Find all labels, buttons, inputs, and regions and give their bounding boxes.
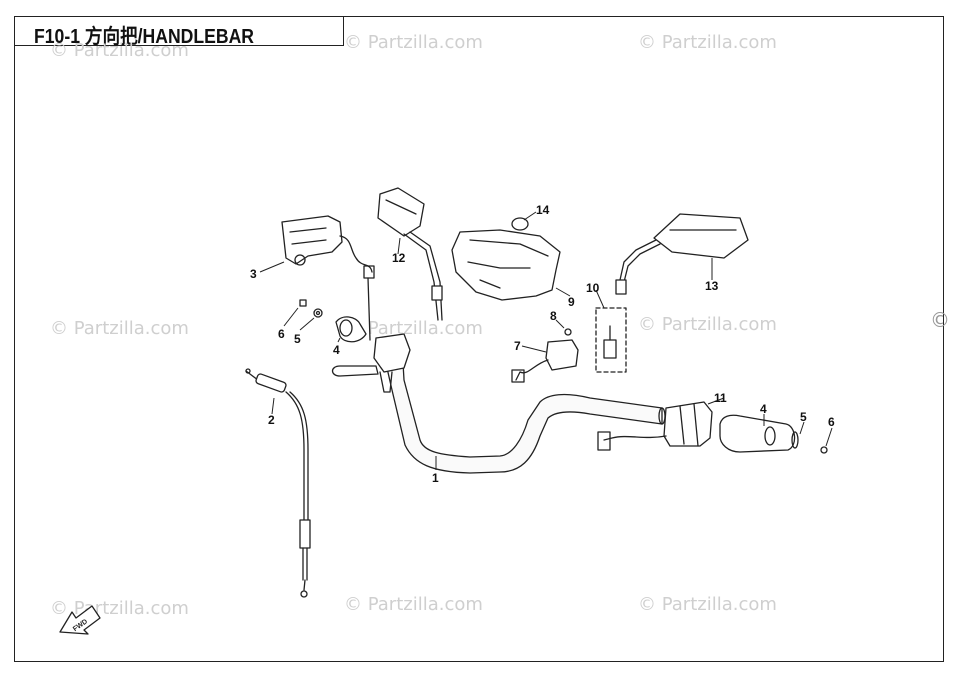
callout-labels: 1 2 3 4 4 5 5 6 6 7 8 9 10 11 12 13 14 F…: [72, 203, 835, 633]
left-grip: [335, 316, 367, 343]
callout-13: 13: [705, 279, 719, 293]
right-switch-housing: [597, 401, 713, 451]
callout-11: 11: [714, 391, 727, 405]
right-mirror: [615, 213, 749, 295]
watermark: © Partzilla.com: [50, 40, 189, 61]
left-mirror: [377, 187, 443, 321]
center-switch: [511, 339, 579, 383]
watermark: © Partzilla.com: [638, 32, 777, 53]
watermark: © Partzilla.com: [344, 32, 483, 53]
watermark: © Partzilla.com: [344, 318, 483, 339]
handlebar-cover: [451, 229, 561, 301]
watermark: © Partzilla.com: [638, 314, 777, 335]
connector-detail: [595, 307, 627, 373]
forward-arrow-icon: [59, 605, 101, 635]
leader-lines: [259, 211, 833, 470]
screw: [564, 328, 572, 336]
callout-6: 6: [278, 327, 285, 341]
callout-6: 6: [828, 415, 835, 429]
callout-4: 4: [760, 402, 767, 416]
callout-9: 9: [568, 295, 575, 309]
diagram-frame: [14, 16, 944, 662]
handlebar-tube: [381, 342, 666, 474]
cap: [511, 217, 529, 231]
callout-12: 12: [392, 251, 406, 265]
watermark: © Partzilla.com: [638, 594, 777, 615]
brake-master-cylinder: [281, 215, 375, 341]
left-lever-assembly: [331, 333, 411, 393]
page-title: F10-1 方向把/HANDLEBAR: [34, 26, 255, 48]
callout-4: 4: [333, 343, 340, 357]
watermark: © Partzilla.com: [50, 318, 189, 339]
throttle-cable: [245, 368, 311, 598]
callout-8: 8: [550, 309, 557, 323]
callout-10: 10: [586, 281, 600, 295]
callout-5: 5: [800, 410, 807, 424]
left-washer-and-bolt: [299, 299, 323, 318]
right-washer-and-bolt: [791, 431, 828, 454]
title-box: [14, 16, 344, 46]
callout-7: 7: [514, 339, 521, 353]
watermark-edge-mark: ©: [930, 308, 950, 332]
watermark: © Partzilla.com: [344, 594, 483, 615]
right-grip: [719, 414, 796, 453]
callout-14: 14: [536, 203, 550, 217]
callout-5: 5: [294, 332, 301, 346]
callout-2: 2: [268, 413, 275, 427]
callout-3: 3: [250, 267, 257, 281]
callout-1: 1: [432, 471, 439, 485]
